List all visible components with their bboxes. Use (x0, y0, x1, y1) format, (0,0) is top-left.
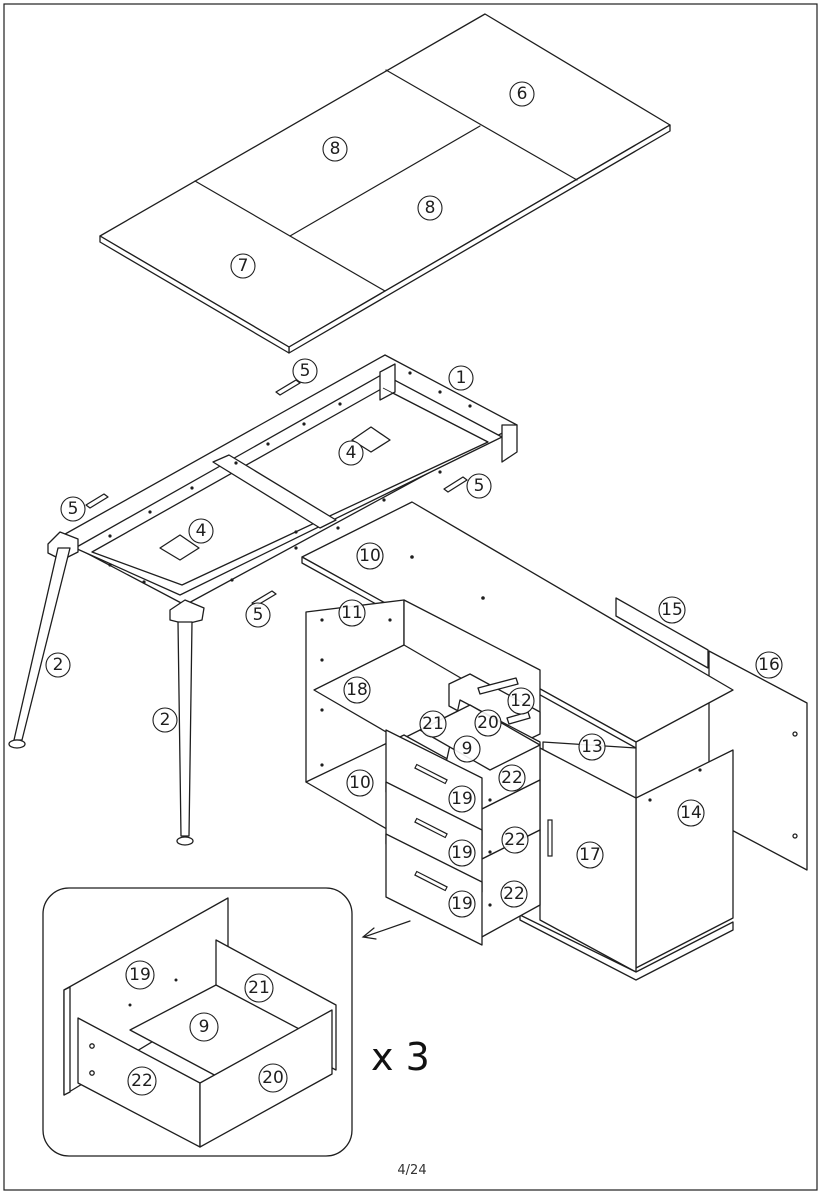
callout-2-left: 2 (45, 652, 71, 678)
table-top-panels (99, 13, 671, 354)
svg-text:15: 15 (661, 600, 683, 620)
svg-text:8: 8 (330, 139, 341, 159)
callout-4-lower: 4 (188, 518, 214, 544)
svg-text:19: 19 (129, 965, 151, 985)
svg-text:4: 4 (196, 521, 207, 541)
callout-19-a: 19 (448, 785, 476, 813)
svg-text:5: 5 (300, 361, 311, 381)
desk-frame (47, 354, 518, 625)
callout-13: 13 (578, 733, 606, 761)
callout-8-upper: 8 (322, 136, 348, 162)
svg-text:19: 19 (451, 789, 473, 809)
quantity-multiplier: x 3 (371, 1035, 430, 1079)
callout-21: 21 (419, 710, 447, 738)
svg-text:22: 22 (131, 1071, 153, 1091)
callout-11: 11 (338, 599, 366, 627)
callout-17: 17 (576, 841, 604, 869)
callout-5-bottom: 5 (245, 602, 271, 628)
svg-text:10: 10 (349, 773, 371, 793)
callout-22-b: 22 (501, 826, 529, 854)
page-number: 4/24 (397, 1163, 426, 1178)
callout-4-upper: 4 (338, 440, 364, 466)
detail-callout-20: 20 (258, 1063, 288, 1093)
svg-text:12: 12 (510, 691, 532, 711)
svg-text:22: 22 (501, 768, 523, 788)
svg-text:16: 16 (758, 655, 780, 675)
svg-text:22: 22 (503, 884, 525, 904)
callout-6: 6 (509, 81, 535, 107)
svg-text:5: 5 (474, 476, 485, 496)
svg-text:21: 21 (422, 714, 444, 734)
callout-8-lower: 8 (417, 195, 443, 221)
svg-text:4: 4 (346, 443, 357, 463)
page-border (3, 3, 818, 1191)
callout-10-top: 10 (356, 542, 384, 570)
svg-text:18: 18 (346, 680, 368, 700)
svg-text:8: 8 (425, 198, 436, 218)
callout-5-left: 5 (60, 496, 86, 522)
svg-text:14: 14 (680, 803, 702, 823)
svg-text:6: 6 (517, 84, 528, 104)
detail-callout-22: 22 (127, 1066, 157, 1096)
svg-text:13: 13 (581, 737, 603, 757)
callout-22-c: 22 (500, 880, 528, 908)
callout-22-a: 22 (498, 764, 526, 792)
svg-text:7: 7 (238, 256, 249, 276)
svg-text:19: 19 (451, 894, 473, 914)
callout-2-right: 2 (152, 707, 178, 733)
svg-text:10: 10 (359, 546, 381, 566)
svg-text:9: 9 (462, 739, 473, 759)
svg-text:1: 1 (456, 368, 467, 388)
svg-text:11: 11 (341, 603, 363, 623)
svg-text:20: 20 (262, 1068, 284, 1088)
detail-arrow (361, 920, 411, 940)
svg-text:9: 9 (199, 1017, 210, 1037)
svg-text:2: 2 (53, 655, 64, 675)
svg-text:5: 5 (68, 499, 79, 519)
svg-text:19: 19 (451, 843, 473, 863)
detail-callout-9: 9 (189, 1012, 219, 1042)
svg-text:21: 21 (248, 978, 270, 998)
callout-15: 15 (658, 596, 686, 624)
callout-10-bottom: 10 (346, 769, 374, 797)
svg-text:20: 20 (477, 713, 499, 733)
callout-16: 16 (755, 651, 783, 679)
callout-9: 9 (453, 735, 481, 763)
detail-callout-21: 21 (244, 973, 274, 1003)
detail-callout-19: 19 (125, 960, 155, 990)
svg-text:2: 2 (160, 710, 171, 730)
callout-7: 7 (230, 253, 256, 279)
svg-text:22: 22 (504, 830, 526, 850)
callout-14: 14 (677, 799, 705, 827)
callout-5-right: 5 (466, 473, 492, 499)
callout-19-b: 19 (448, 839, 476, 867)
desk-legs (8, 547, 194, 846)
callout-18: 18 (343, 676, 371, 704)
svg-text:17: 17 (579, 845, 601, 865)
callout-1: 1 (448, 365, 474, 391)
callout-5-top: 5 (292, 358, 318, 384)
callout-12: 12 (507, 687, 535, 715)
svg-text:5: 5 (253, 605, 264, 625)
callout-20: 20 (474, 709, 502, 737)
callout-19-c: 19 (448, 890, 476, 918)
